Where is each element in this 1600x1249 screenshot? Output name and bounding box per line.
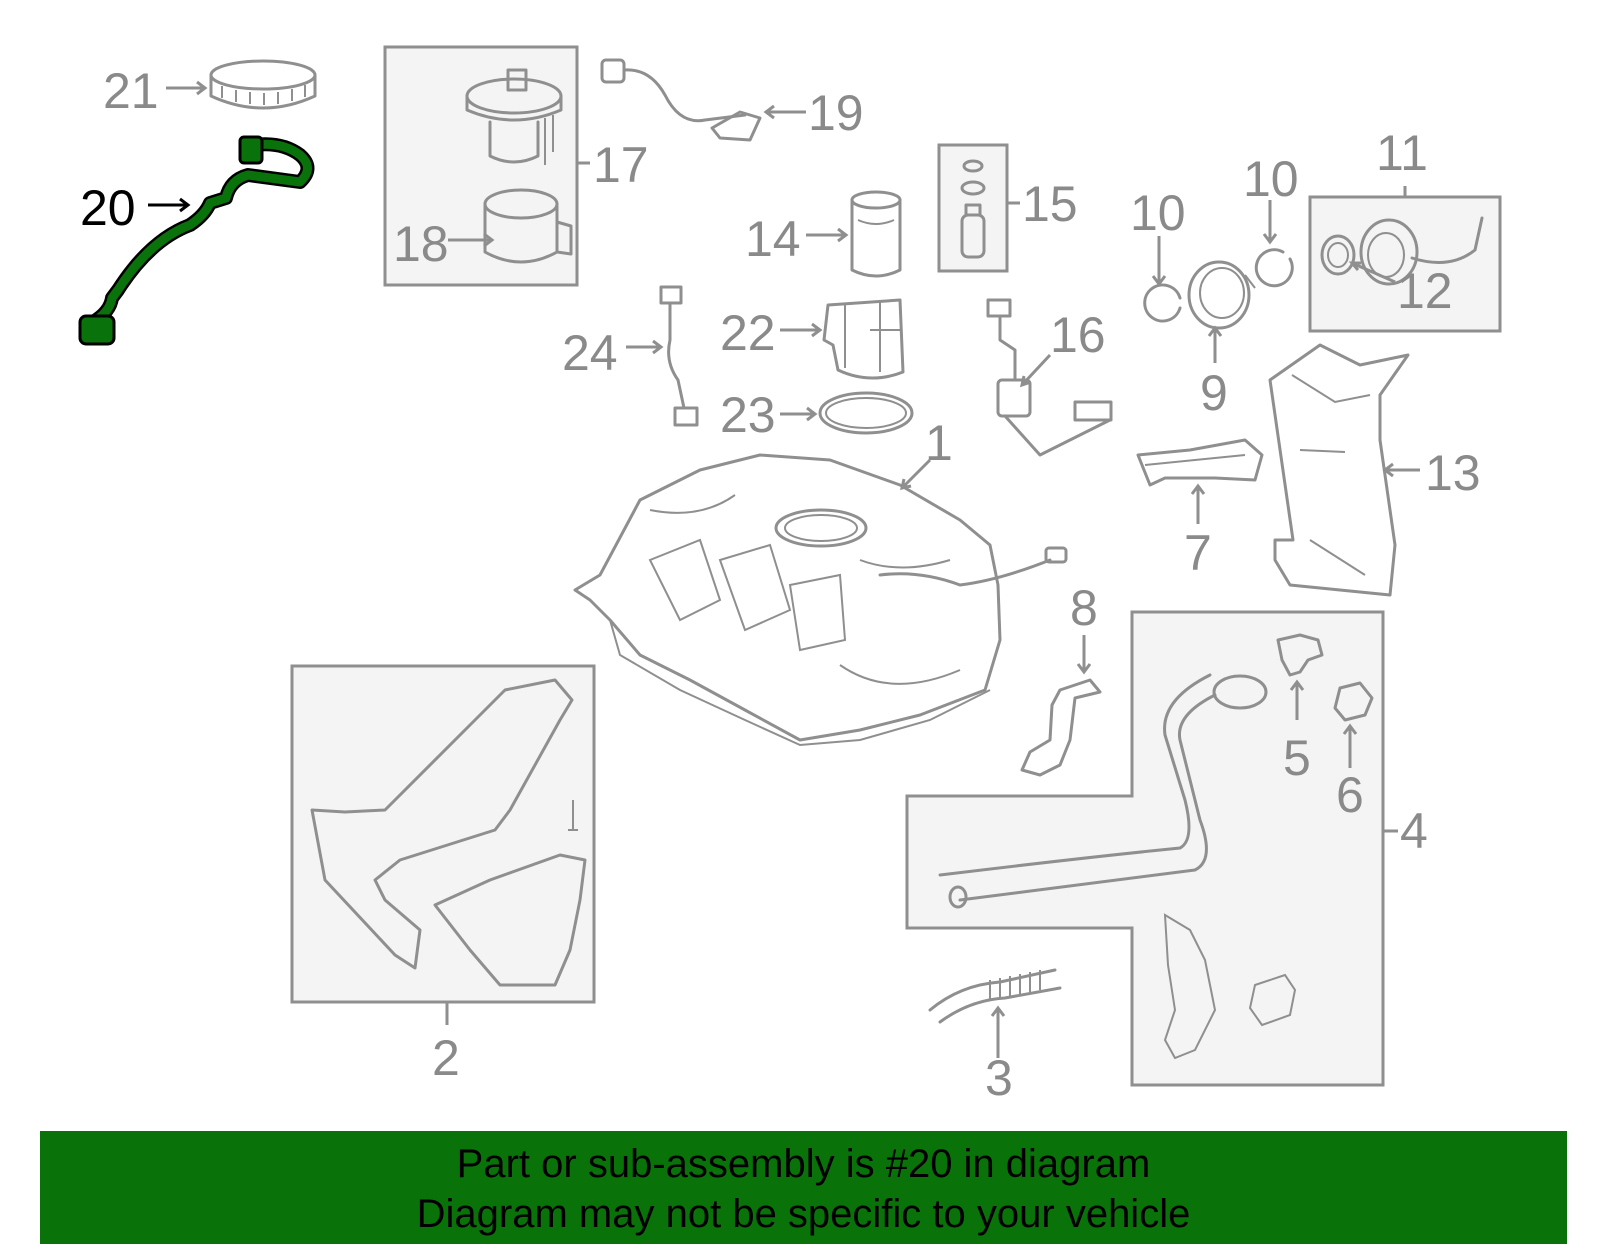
box-17 <box>383 45 579 287</box>
leader-12 <box>1348 261 1396 284</box>
callout-17: 17 <box>593 137 649 193</box>
part-2-shields <box>310 678 587 987</box>
part-11-fuel-cap <box>1359 216 1484 286</box>
part-21-lock-ring <box>209 59 317 110</box>
part-17-pump-module <box>465 68 563 165</box>
callout-2: 2 <box>432 1030 460 1086</box>
part-7-bracket <box>1136 438 1264 487</box>
callout-4: 4 <box>1400 803 1428 859</box>
box-4 <box>905 610 1385 1087</box>
part-8-strap <box>1020 678 1102 777</box>
callout-13: 13 <box>1425 445 1481 501</box>
callout-18: 18 <box>393 216 449 272</box>
part-1-fuel-tank <box>573 453 1068 747</box>
callout-10b: 10 <box>1243 151 1299 207</box>
part-4-filler-neck <box>938 673 1297 1060</box>
leader-6 <box>1342 723 1358 768</box>
part-9-collar <box>1187 260 1256 330</box>
callout-8: 8 <box>1070 580 1098 636</box>
callout-14: 14 <box>745 211 801 267</box>
part-10-clip-left <box>1143 283 1182 323</box>
leader-7 <box>1190 483 1206 524</box>
part-5-clip <box>1276 633 1324 677</box>
callout-24: 24 <box>562 325 618 381</box>
callout-23: 23 <box>720 387 776 443</box>
callout-11: 11 <box>1376 125 1428 181</box>
part-16-sender <box>986 298 1113 457</box>
leader-22 <box>780 322 823 338</box>
callout-21: 21 <box>103 63 159 119</box>
leader-24 <box>626 339 664 355</box>
callout-10a: 10 <box>1130 185 1186 241</box>
banner-line-1: Part or sub-assembly is #20 in diagram <box>456 1142 1151 1186</box>
leader-18 <box>448 232 495 248</box>
callout-3: 3 <box>985 1050 1013 1106</box>
leader-23 <box>780 406 818 422</box>
part-15-seals <box>960 159 986 259</box>
leader-5 <box>1289 679 1305 720</box>
leader-3 <box>990 1005 1006 1058</box>
info-banner: Part or sub-assembly is #20 in diagram D… <box>40 1131 1567 1244</box>
callout-7: 7 <box>1184 525 1212 581</box>
callout-19: 19 <box>808 85 864 141</box>
part-22-bracket <box>822 298 905 380</box>
leader-21 <box>166 80 208 96</box>
leader-10a <box>1151 236 1167 287</box>
callout-5: 5 <box>1283 730 1311 786</box>
leader-14 <box>806 227 849 243</box>
callout-15: 15 <box>1022 176 1078 232</box>
part-13-shield <box>1268 343 1410 597</box>
callout-12: 12 <box>1397 263 1453 319</box>
part-12-gasket <box>1320 234 1356 276</box>
part-23-o-ring <box>818 391 914 435</box>
banner-line-2: Diagram may not be specific to your vehi… <box>416 1192 1191 1236</box>
part-3-hose <box>928 968 1062 1024</box>
part-14-cylinder <box>850 190 902 278</box>
leader-10b <box>1262 200 1278 245</box>
leader-1 <box>900 458 932 490</box>
part-24-wire <box>659 285 699 427</box>
callout-22: 22 <box>720 305 776 361</box>
callout-6: 6 <box>1336 767 1364 823</box>
box-2 <box>290 664 596 1004</box>
leader-20 <box>148 197 191 213</box>
callout-16: 16 <box>1050 307 1106 363</box>
part-10-clip-right <box>1254 248 1294 288</box>
box-11 <box>1308 195 1502 333</box>
leader-16 <box>1019 353 1052 388</box>
leader-8 <box>1076 635 1092 675</box>
callout-9: 9 <box>1200 365 1228 421</box>
part-6-clip <box>1333 681 1374 722</box>
callout-1: 1 <box>925 415 953 471</box>
callout-20: 20 <box>80 180 136 236</box>
leader-13 <box>1382 462 1420 478</box>
leader-19 <box>763 104 806 120</box>
leader-9 <box>1207 325 1223 363</box>
part-18-filter <box>483 188 573 264</box>
part-19-harness <box>600 58 762 142</box>
part-20-hose <box>78 135 315 346</box>
box-15 <box>937 143 1009 273</box>
